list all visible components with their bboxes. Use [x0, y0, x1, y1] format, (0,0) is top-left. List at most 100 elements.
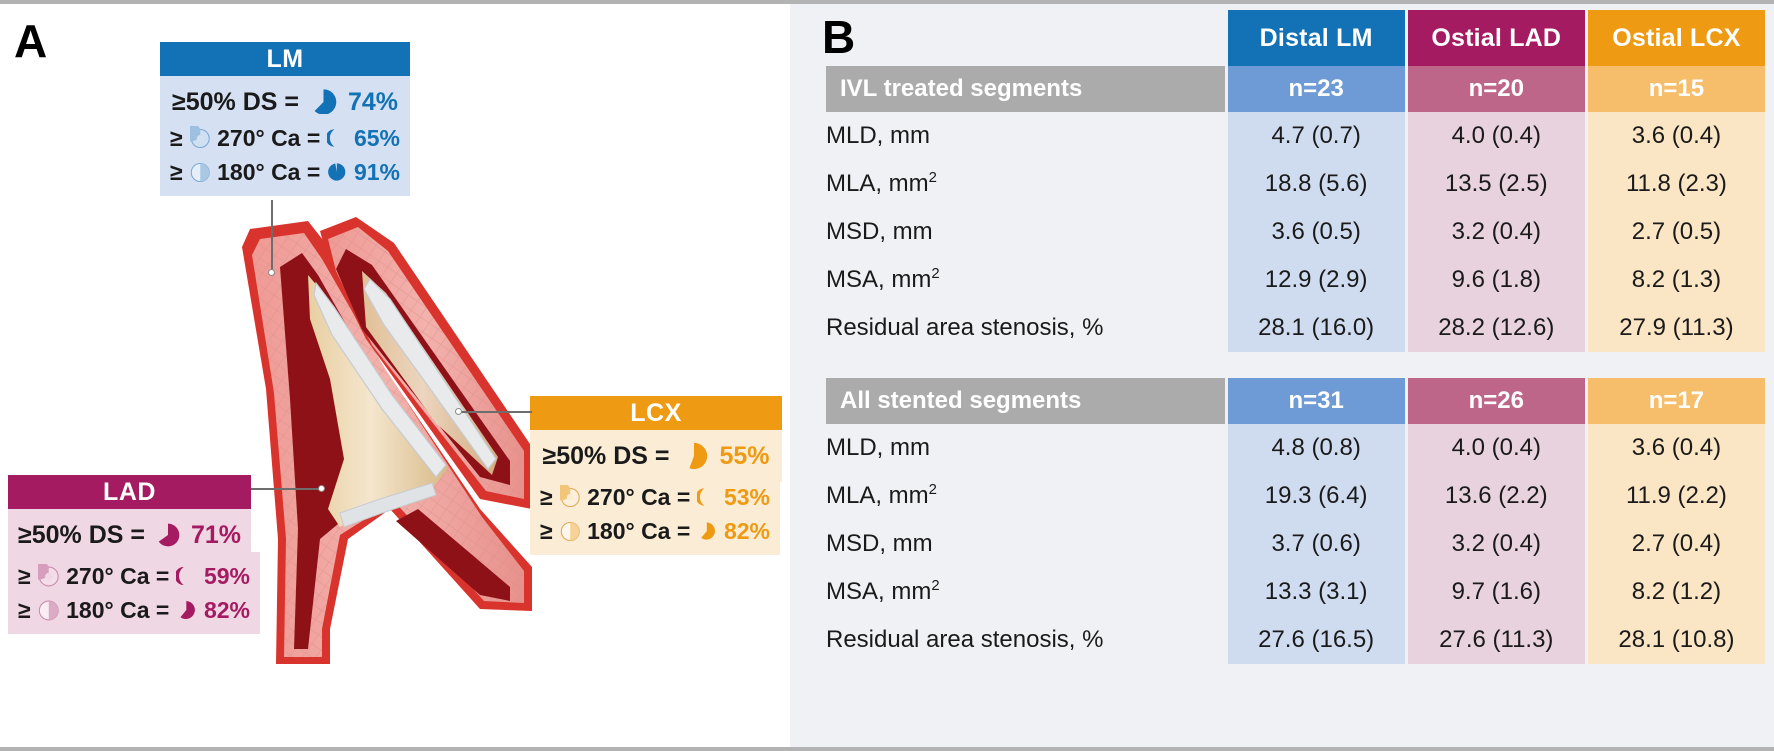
row-label-text: MSD, mm — [826, 530, 933, 557]
callout-lad: LAD ≥50% DS = 71% — [8, 475, 251, 581]
block-title-stented: All stented segments — [826, 378, 1225, 424]
cell-ostial-lad: 27.6 (11.3) — [1407, 616, 1585, 664]
callout-lcx-calcium: ≥ 270° Ca = 53% ≥ 180° Ca = — [530, 473, 780, 555]
callout-lm-ca270-value: 65% — [353, 124, 400, 151]
arc-180-icon — [190, 162, 210, 182]
row-label-text: MSA, mm — [826, 266, 932, 293]
row-label-sup: 2 — [928, 482, 937, 498]
block-header-row: All stented segments n=31 n=26 n=17 — [826, 378, 1765, 424]
table-header-row: Distal LM Ostial LAD Ostial LCX — [826, 10, 1765, 66]
cell-ostial-lad: 4.0 (0.4) — [1407, 424, 1585, 472]
row-label-text: MLA, mm — [826, 170, 929, 197]
cell-ostial-lad: 4.0 (0.4) — [1407, 112, 1585, 160]
cell-distal-lm: 18.8 (5.6) — [1227, 160, 1405, 208]
block-count-ostial-lcx: n=15 — [1587, 66, 1765, 112]
cell-distal-lm: 4.8 (0.8) — [1227, 424, 1405, 472]
table-row: MLA, mm2 18.8 (5.6) 13.5 (2.5) 11.8 (2.3… — [826, 160, 1765, 208]
row-label: MSA, mm2 — [826, 568, 1225, 616]
callout-lm-title: LM — [160, 42, 410, 76]
cell-ostial-lad: 3.2 (0.4) — [1407, 520, 1585, 568]
row-label-sup: 2 — [931, 578, 940, 594]
cell-ostial-lad: 13.6 (2.2) — [1407, 472, 1585, 520]
table-row: MLD, mm 4.8 (0.8) 4.0 (0.4) 3.6 (0.4) — [826, 424, 1765, 472]
callout-lcx-ca270-value: 53% — [723, 483, 770, 510]
table-body: IVL treated segments n=23 n=20 n=15 MLD,… — [826, 66, 1765, 664]
cell-ostial-lcx: 11.8 (2.3) — [1587, 160, 1765, 208]
row-label: Residual area stenosis, % — [826, 304, 1225, 352]
callout-lm-ca180-label: 180° Ca = — [217, 158, 321, 185]
callout-lad-ca270-prefix: ≥ — [18, 562, 31, 589]
callout-lcx-ca180-value: 82% — [723, 517, 770, 544]
block-count-distal-lm: n=23 — [1227, 66, 1405, 112]
cell-ostial-lcx: 2.7 (0.4) — [1587, 520, 1765, 568]
arc-180-icon — [38, 600, 59, 620]
leader-line-lm — [271, 200, 273, 272]
cell-ostial-lad: 9.6 (1.8) — [1407, 256, 1585, 304]
callout-lm-calcium: ≥ 270° Ca = 65% ≥ 180° Ca = — [160, 114, 410, 196]
table-block-spacer — [826, 352, 1765, 378]
table-row: MLD, mm 4.7 (0.7) 4.0 (0.4) 3.6 (0.4) — [826, 112, 1765, 160]
row-label-text: Residual area stenosis, % — [826, 626, 1104, 653]
callout-lad-calcium: ≥ 270° Ca = 59% ≥ 180° Ca = — [8, 552, 260, 634]
callout-lcx-ca270-prefix: ≥ — [540, 483, 553, 510]
leader-dot-lcx — [455, 408, 462, 415]
table-row: MSD, mm 3.6 (0.5) 3.2 (0.4) 2.7 (0.5) — [826, 208, 1765, 256]
callout-lcx-ca180-row: ≥ 180° Ca = 82% — [540, 514, 770, 548]
cell-ostial-lcx: 2.7 (0.5) — [1587, 208, 1765, 256]
table-row: MLA, mm2 19.3 (6.4) 13.6 (2.2) 11.9 (2.2… — [826, 472, 1765, 520]
block-count-ostial-lad: n=20 — [1407, 66, 1585, 112]
pie-82-icon — [701, 522, 716, 540]
callout-lcx-ds-label: ≥50% DS = — [542, 441, 670, 470]
callout-lad-ds-label: ≥50% DS = — [18, 520, 145, 549]
row-label: MLA, mm2 — [826, 160, 1225, 208]
table-head: Distal LM Ostial LAD Ostial LCX — [826, 10, 1765, 66]
cell-ostial-lcx: 8.2 (1.3) — [1587, 256, 1765, 304]
row-label-sup: 2 — [931, 266, 940, 282]
callout-lm-ca270-prefix: ≥ — [170, 124, 183, 151]
table-row: MSD, mm 3.7 (0.6) 3.2 (0.4) 2.7 (0.4) — [826, 520, 1765, 568]
cell-ostial-lad: 13.5 (2.5) — [1407, 160, 1585, 208]
cell-distal-lm: 3.7 (0.6) — [1227, 520, 1405, 568]
callout-lm-ca180-row: ≥ 180° Ca = 91% — [170, 155, 400, 189]
row-label: MLD, mm — [826, 112, 1225, 160]
callout-lm-ca270-label: 270° Ca = — [217, 124, 321, 151]
arc-270-icon — [189, 125, 210, 148]
block-header-row: IVL treated segments n=23 n=20 n=15 — [826, 66, 1765, 112]
moon-53-icon — [697, 488, 705, 506]
block-count-ostial-lad: n=26 — [1407, 378, 1585, 424]
table-row: Residual area stenosis, % 27.6 (16.5) 27… — [826, 616, 1765, 664]
panel-b: B Distal LM Ostial LAD Ostial LCX IVL tr… — [790, 4, 1774, 747]
row-label-text: MSA, mm — [826, 578, 932, 605]
cell-ostial-lcx: 8.2 (1.2) — [1587, 568, 1765, 616]
row-label: Residual area stenosis, % — [826, 616, 1225, 664]
callout-lad-ca180-row: ≥ 180° Ca = 82% — [18, 593, 250, 627]
panel-b-letter: B — [822, 11, 855, 63]
callout-lad-ca270-row: ≥ 270° Ca = 59% — [18, 559, 250, 593]
cell-ostial-lcx: 3.6 (0.4) — [1587, 112, 1765, 160]
panel-a-letter: A — [14, 15, 47, 67]
table-row: Residual area stenosis, % 28.1 (16.0) 28… — [826, 304, 1765, 352]
moon-65-icon — [327, 129, 335, 147]
callout-lcx-ca180-label: 180° Ca = — [587, 517, 691, 544]
pie-91-icon — [328, 163, 346, 181]
callout-lcx-ca270-row: ≥ 270° Ca = 53% — [540, 480, 770, 514]
leader-dot-lad — [318, 485, 325, 492]
results-table: Distal LM Ostial LAD Ostial LCX IVL trea… — [823, 10, 1768, 664]
cell-distal-lm: 13.3 (3.1) — [1227, 568, 1405, 616]
callout-lcx-ca180-prefix: ≥ — [540, 517, 553, 544]
table-row: MSA, mm2 12.9 (2.9) 9.6 (1.8) 8.2 (1.3) — [826, 256, 1765, 304]
row-label-text: MLD, mm — [826, 434, 930, 461]
cell-ostial-lad: 3.2 (0.4) — [1407, 208, 1585, 256]
panel-a: A — [0, 4, 790, 747]
block-title-ivl: IVL treated segments — [826, 66, 1225, 112]
cell-distal-lm: 19.3 (6.4) — [1227, 472, 1405, 520]
callout-lcx: LCX ≥50% DS = 55% — [530, 396, 782, 502]
cell-distal-lm: 3.6 (0.5) — [1227, 208, 1405, 256]
arc-270-icon — [37, 563, 59, 586]
callout-lm-ds-value: 74% — [347, 87, 398, 116]
block-count-ostial-lcx: n=17 — [1587, 378, 1765, 424]
callout-lm-ca180-prefix: ≥ — [170, 158, 183, 185]
callout-lad-title: LAD — [8, 475, 251, 509]
block-count-distal-lm: n=31 — [1227, 378, 1405, 424]
